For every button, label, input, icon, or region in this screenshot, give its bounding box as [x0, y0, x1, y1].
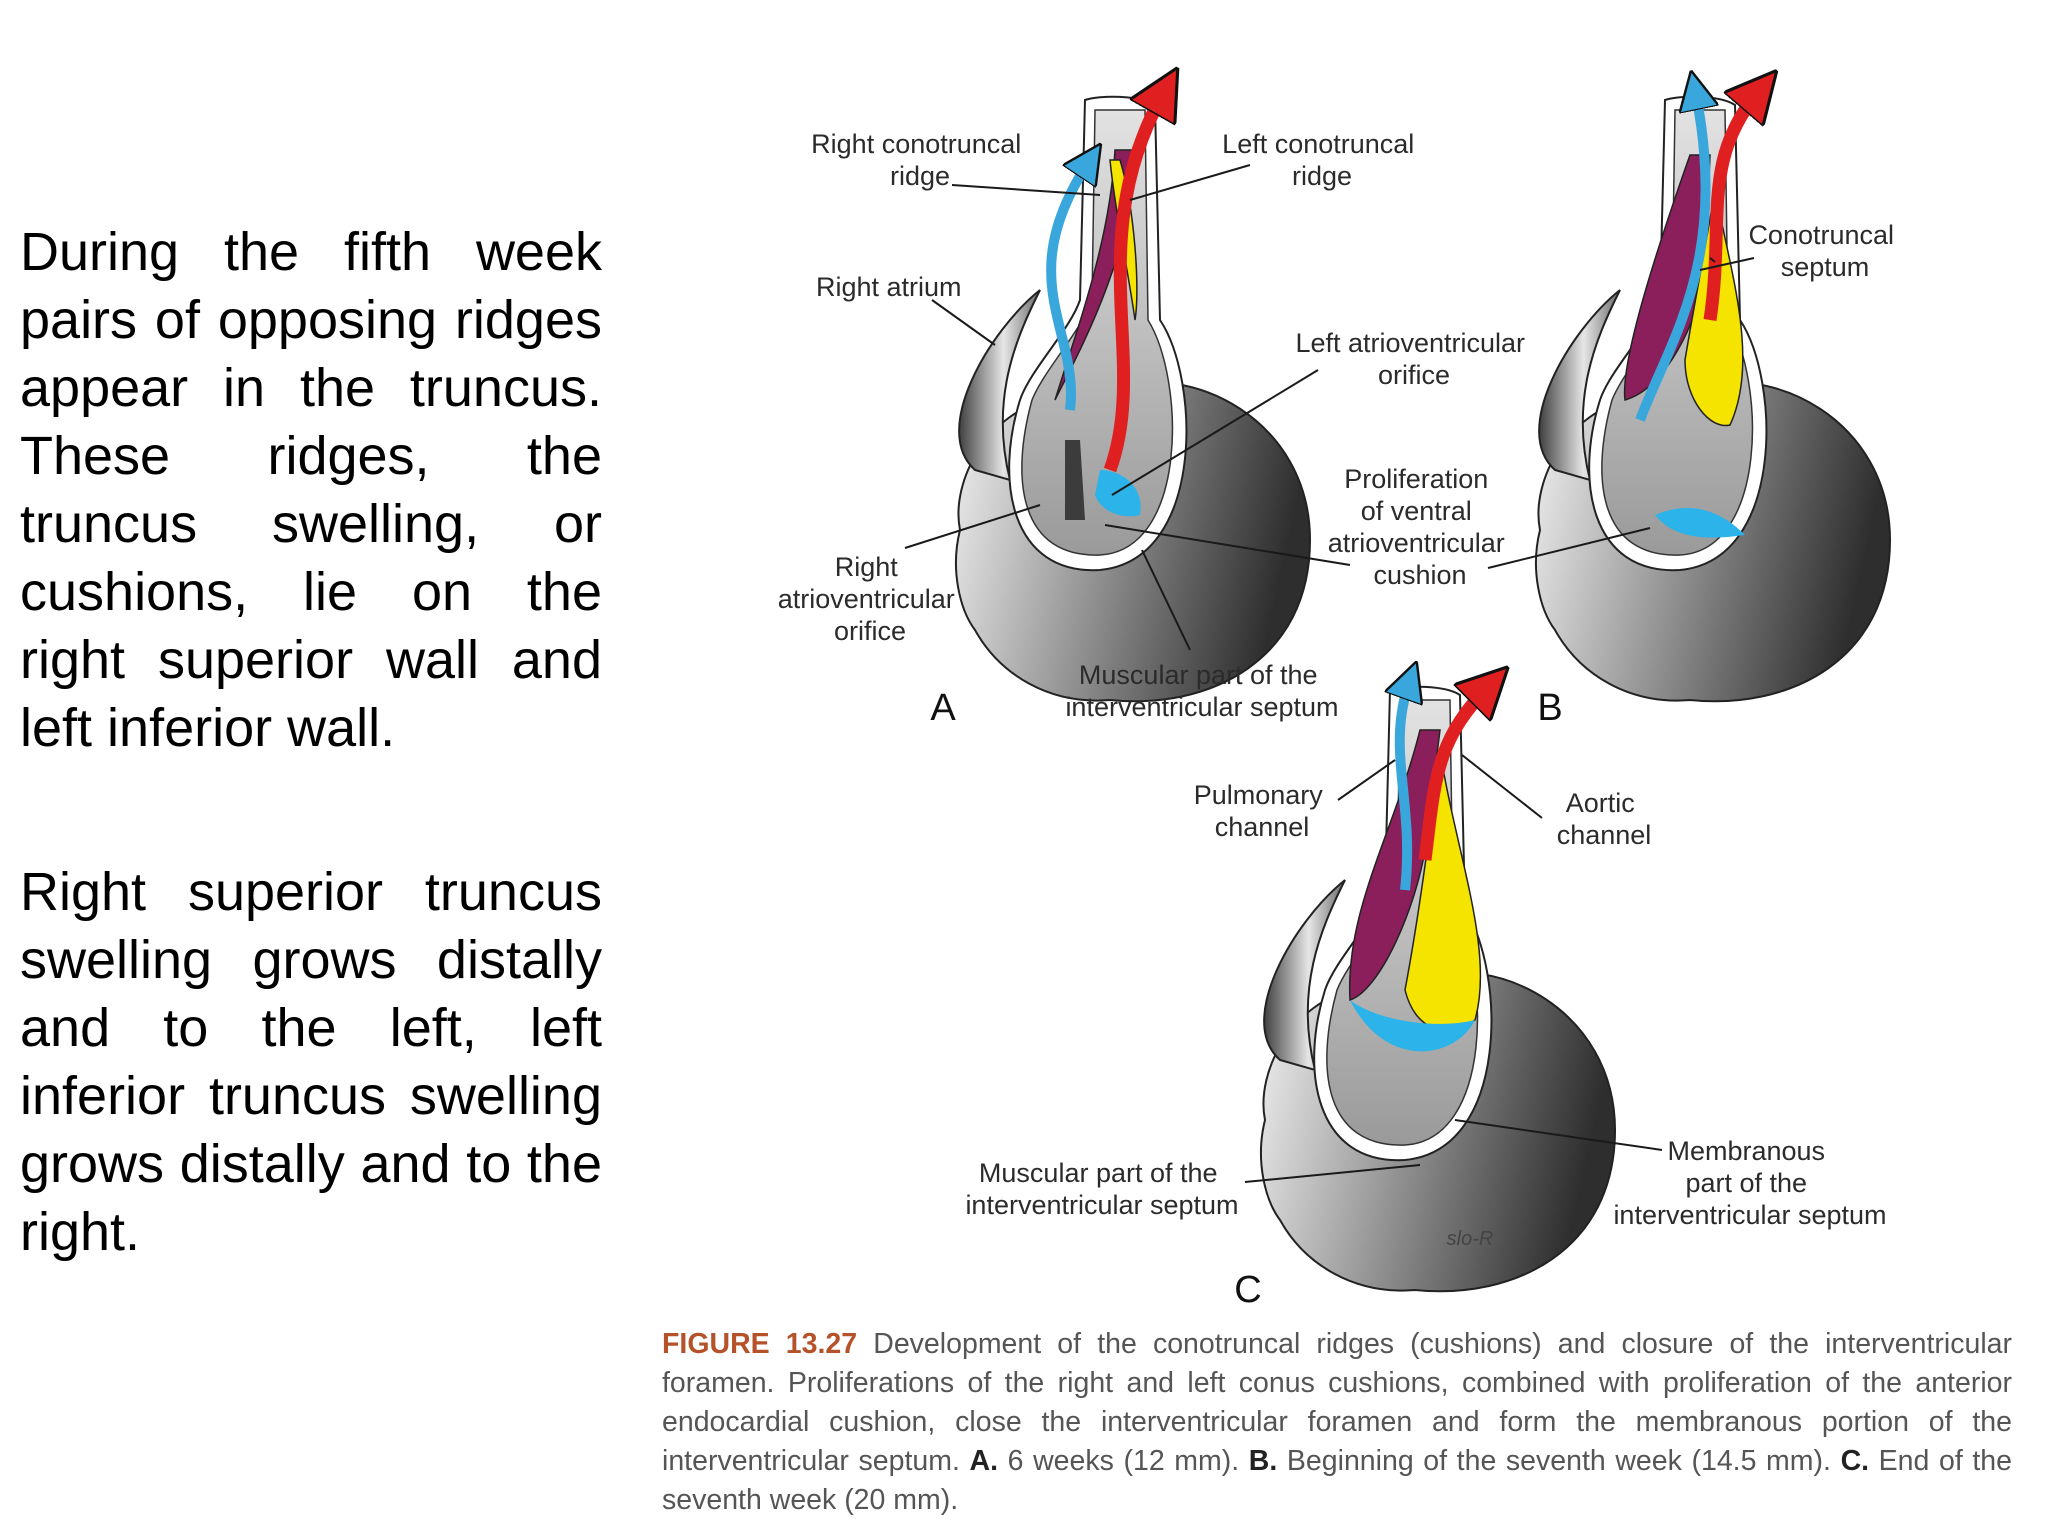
aortic-flow-arrow [1418, 685, 1490, 861]
caption-body: Development of the conotruncal ridges (c… [662, 1328, 2013, 1477]
aortic-flow-arrow [1703, 90, 1760, 321]
label-conotruncal-septum: Conotruncal septum [1748, 220, 1901, 282]
av-cushion-shape [1095, 470, 1141, 517]
right-cushion-shape [1348, 729, 1441, 1002]
label-pulmonary-channel: Pulmonary channel [1194, 780, 1331, 842]
pulmonary-flow-arrow [1635, 90, 1706, 422]
label-muscular-septum-a: Muscular part of the interventricular se… [1065, 660, 1338, 722]
label-right-atrium: Right atrium [816, 272, 962, 302]
panel-c-labels: Pulmonary channel Aortic channel Muscula… [965, 780, 1886, 1311]
panel-c-letter: C [1234, 1269, 1261, 1311]
caption-a-label: A. [969, 1445, 999, 1477]
label-right-conotruncal-ridge: Right conotruncal ridge [811, 129, 1029, 191]
label-left-av-orifice: Left atrioventricular orifice [1295, 328, 1532, 390]
leader-lines [904, 164, 1755, 1183]
intro-paragraph: During the fifth week pairs of opposing … [20, 222, 602, 758]
growth-paragraph: Right superior truncus swelling grows di… [20, 862, 602, 1262]
av-cushion-shape [1655, 507, 1745, 538]
aortic-flow-arrow [1103, 90, 1165, 473]
label-muscular-septum-c: Muscular part of the interventricular se… [965, 1158, 1238, 1220]
caption-figure-number: FIGURE 13.27 [662, 1328, 858, 1360]
panel-c-diagram [1259, 680, 1616, 1293]
label-right-av-orifice: Right atrioventricular orifice [778, 552, 963, 646]
panel-b-letter: B [1537, 687, 1562, 729]
panel-b-diagram [1534, 90, 1891, 703]
artist-signature: slo-R [1447, 1228, 1494, 1250]
caption-b-text: Beginning of the seventh week (14.5 mm). [1277, 1445, 1841, 1477]
label-aortic-channel: Aortic channel [1557, 788, 1652, 850]
label-proliferation-av-cushion: Proliferation of ventral atrioventricula… [1328, 464, 1513, 590]
label-left-conotruncal-ridge: Left conotruncal ridge [1222, 129, 1422, 191]
caption-c-label: C. [1840, 1445, 1870, 1477]
panel-b-labels: Conotruncal septum B [1537, 220, 1901, 729]
figure-caption: FIGURE 13.27 Development of the conotrun… [662, 1325, 2012, 1520]
pulmonary-flow-arrow [1046, 160, 1090, 411]
panel-a-letter: A [930, 687, 956, 729]
pulmonary-flow-arrow [1400, 680, 1410, 891]
right-av-orifice-shape [1065, 440, 1085, 520]
caption-b-label: B. [1248, 1445, 1278, 1477]
panel-a-diagram [954, 90, 1311, 703]
panel-a-labels: Right conotruncal ridge Left conotruncal… [778, 129, 1532, 729]
label-membranous-septum: Membranous part of the interventricular … [1613, 1136, 1886, 1230]
caption-c-text: End of the seventh week (20 mm). [662, 1445, 2012, 1516]
membranous-septum-shape [1350, 1000, 1475, 1052]
caption-a-text: 6 weeks (12 mm). [998, 1445, 1249, 1477]
